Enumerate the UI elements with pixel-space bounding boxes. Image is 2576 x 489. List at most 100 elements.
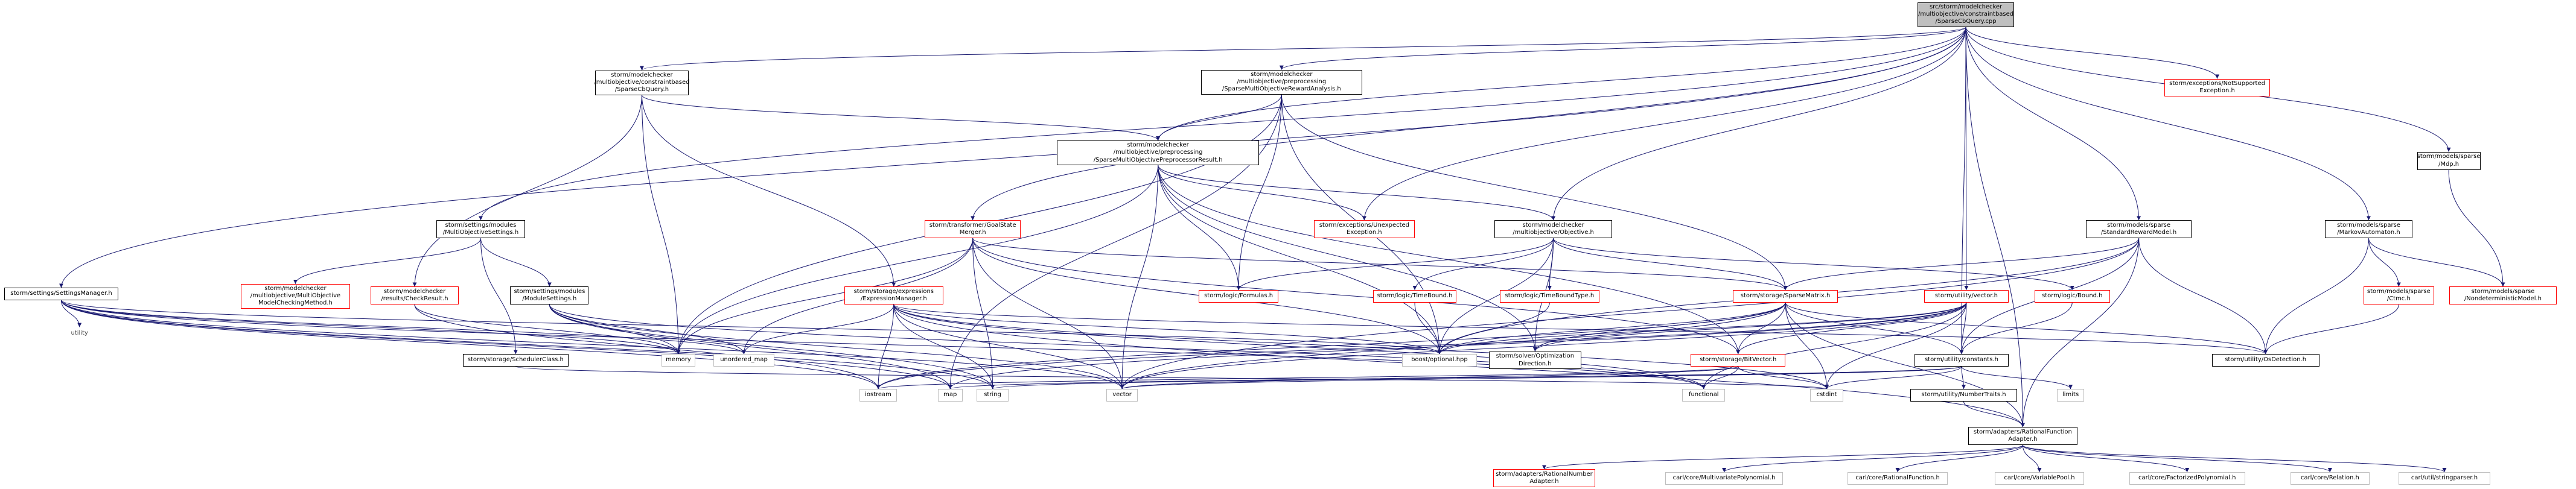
- edge-mdp-to-nondet_model: [2448, 169, 2505, 287]
- node-functional[interactable]: functional: [1682, 389, 1726, 402]
- node-cstdint[interactable]: cstdint: [1809, 389, 1844, 402]
- node-carl-multivariate-polynomial-h[interactable]: carl/core/MultivariatePolynomial.h: [1665, 472, 1784, 485]
- node-carl-relation-h[interactable]: carl/core/Relation.h: [2290, 472, 2370, 485]
- node-settings-manager-h[interactable]: storm/settings/SettingsManager.h: [4, 288, 118, 300]
- node-logic-time-bound-type-h[interactable]: storm/logic/TimeBoundType.h: [1499, 290, 1600, 303]
- node-limits[interactable]: limits: [2057, 389, 2084, 402]
- node-logic-time-bound-h[interactable]: storm/logic/TimeBound.h: [1372, 290, 1457, 303]
- node-label-line: string: [984, 391, 1001, 399]
- node-label-line: /SparseCbQuery.h: [614, 86, 669, 93]
- edge-goal_state-to-memory: [676, 238, 974, 355]
- node-string[interactable]: string: [976, 389, 1009, 402]
- node-label-line: storm/models/sparse: [2471, 288, 2535, 295]
- node-label-line: /multiobjective/MultiObjective: [250, 292, 341, 300]
- node-label-line: storm/modelchecker: [611, 71, 673, 78]
- edge-preproc_result-to-solver_opt_dir: [1158, 165, 1537, 352]
- edge-preproc_result-to-vector: [1120, 165, 1159, 390]
- edge-mo_settings-to-mo_method: [293, 238, 481, 284]
- edge-settings_manager-to-map: [60, 300, 952, 390]
- edge-root-to-preproc_result: [1156, 27, 1966, 141]
- node-sparse-cb-query-h[interactable]: storm/modelchecker/multiobjective/constr…: [594, 70, 689, 95]
- node-multi-objective-settings-h[interactable]: storm/settings/modules/MultiObjectiveSet…: [436, 220, 526, 239]
- edge-std_reward-to-rational_function: [2020, 238, 2140, 427]
- edge-module_settings-to-map: [549, 304, 952, 390]
- node-carl-variable-pool-h[interactable]: carl/core/VariablePool.h: [1995, 472, 2084, 485]
- node-os-detection-h[interactable]: storm/utility/OsDetection.h: [2211, 354, 2319, 367]
- edge-root-to-markov_automaton: [1965, 27, 2371, 221]
- node-label-line: src/storm/modelchecker: [1929, 4, 2003, 11]
- node-multi-objective-model-checking-method-h[interactable]: storm/modelchecker/multiobjective/MultiO…: [240, 283, 351, 309]
- node-bit-vector-h[interactable]: storm/storage/BitVector.h: [1691, 354, 1786, 367]
- edge-std_reward-to-sparse_matrix: [1783, 238, 2140, 291]
- node-mdp-h[interactable]: storm/models/sparse/Mdp.h: [2417, 151, 2481, 170]
- node-label-line: limits: [2062, 391, 2079, 399]
- node-boost-optional-hpp[interactable]: boost/optional.hpp: [1401, 354, 1478, 367]
- node-iostream[interactable]: iostream: [859, 389, 897, 402]
- node-number-traits-h[interactable]: storm/utility/NumberTraits.h: [1910, 389, 2018, 402]
- edge-check_result-to-memory: [414, 304, 681, 355]
- node-label-line: /multiobjective/Objective.h: [1513, 229, 1594, 236]
- node-label-line: storm/logic/TimeBound.h: [1377, 292, 1453, 300]
- node-sparse-multi-objective-preprocessor-result-h[interactable]: storm/modelchecker/multiobjective/prepro…: [1057, 140, 1259, 166]
- edge-markov_automaton-to-nondet_model: [2368, 238, 2505, 287]
- node-vector[interactable]: vector: [1106, 389, 1138, 402]
- node-check-result-h[interactable]: storm/modelchecker/results/CheckResult.h: [371, 286, 459, 305]
- node-carl-stringparser-h[interactable]: carl/util/stringparser.h: [2399, 472, 2490, 485]
- edge-settings_manager-to-memory: [60, 300, 681, 355]
- edge-module_settings-to-vector: [549, 304, 1124, 390]
- node-carl-rational-function-h[interactable]: carl/core/RationalFunction.h: [1848, 472, 1948, 485]
- node-label-line: storm/utility/vector.h: [1934, 292, 1998, 300]
- node-map[interactable]: map: [937, 389, 963, 402]
- edge-preproc_result-to-memory: [676, 165, 1159, 355]
- edge-goal_state-to-string: [972, 238, 995, 390]
- edge-time_bound_type-to-boost_optional: [1437, 302, 1550, 355]
- edge-mo_objective-to-time_bound: [1412, 238, 1554, 291]
- node-label-line: carl/core/RationalFunction.h: [1855, 475, 1940, 482]
- node-expression-manager-h[interactable]: storm/storage/expressions/ExpressionMana…: [844, 286, 943, 305]
- node-nondeterministic-model-h[interactable]: storm/models/sparse/NondeterministicMode…: [2449, 286, 2557, 305]
- node-carl-factorized-polynomial-h[interactable]: carl/core/FactorizedPolynomial.h: [2129, 472, 2245, 485]
- node-utility-constants-h[interactable]: storm/utility/constants.h: [1914, 354, 2009, 367]
- node-module-settings-h[interactable]: storm/settings/modules/ModuleSettings.h: [510, 286, 589, 305]
- edge-utility_vector-to-bit_vector: [1736, 302, 1967, 355]
- node-label-line: storm/adapters/RationalFunction: [1973, 429, 2072, 436]
- node-objective-h[interactable]: storm/modelchecker/multiobjective/Object…: [1494, 220, 1613, 239]
- edge-expr_manager-to-cstdint: [893, 304, 1829, 390]
- edge-root-to-reward_analysis: [1280, 27, 1966, 70]
- node-memory[interactable]: memory: [662, 354, 695, 367]
- node-label-line: memory: [666, 356, 691, 364]
- node-utility[interactable]: utility: [63, 327, 96, 340]
- edge-markov_automaton-to-os_detection: [2263, 238, 2369, 355]
- node-label-line: /ExpressionManager.h: [860, 295, 927, 303]
- edge-root-to-rational_function: [1965, 27, 2025, 427]
- node-unordered-map[interactable]: unordered_map: [713, 354, 775, 367]
- node-label-line: storm/storage/SchedulerClass.h: [467, 356, 564, 364]
- node-logic-bound-h[interactable]: storm/logic/Bound.h: [2034, 290, 2110, 303]
- edge-root-to-settings_manager: [59, 27, 1966, 288]
- edge-reward_analysis-to-preproc_result: [1156, 94, 1282, 141]
- node-standard-reward-model-h[interactable]: storm/models/sparse/StandardRewardModel.…: [2086, 220, 2192, 239]
- node-scheduler-class-h[interactable]: storm/storage/SchedulerClass.h: [463, 354, 569, 367]
- node-label-line: utility: [71, 329, 88, 336]
- edge-sparse_matrix-to-bit_vector: [1736, 302, 1786, 355]
- node-sparse-cb-query-cpp[interactable]: src/storm/modelchecker/multiobjective/co…: [1917, 2, 2015, 27]
- node-label-line: /SparseMultiObjectivePreprocessorResult.…: [1093, 156, 1223, 163]
- node-ctmc-h[interactable]: storm/models/sparse/Ctmc.h: [2363, 286, 2435, 305]
- node-sparse-multi-objective-reward-analysis-h[interactable]: storm/modelchecker/multiobjective/prepro…: [1200, 69, 1362, 95]
- edge-mo_objective-to-boost_optional: [1437, 238, 1554, 355]
- node-sparse-matrix-h[interactable]: storm/storage/SparseMatrix.h: [1732, 290, 1838, 303]
- edge-sparse_matrix-to-os_detection: [1785, 302, 2268, 355]
- node-markov-automaton-h[interactable]: storm/models/sparse/MarkovAutomaton.h: [2324, 220, 2413, 239]
- node-utility-vector-h[interactable]: storm/utility/vector.h: [1924, 290, 2009, 303]
- node-logic-formulas-h[interactable]: storm/logic/Formulas.h: [1199, 290, 1278, 303]
- edge-expr_manager-to-os_detection: [893, 304, 2268, 355]
- node-label-line: /NondeterministicModel.h: [2464, 295, 2542, 303]
- edge-settings_manager-to-vector: [60, 300, 1124, 390]
- node-label-line: storm/settings/modules: [514, 288, 585, 295]
